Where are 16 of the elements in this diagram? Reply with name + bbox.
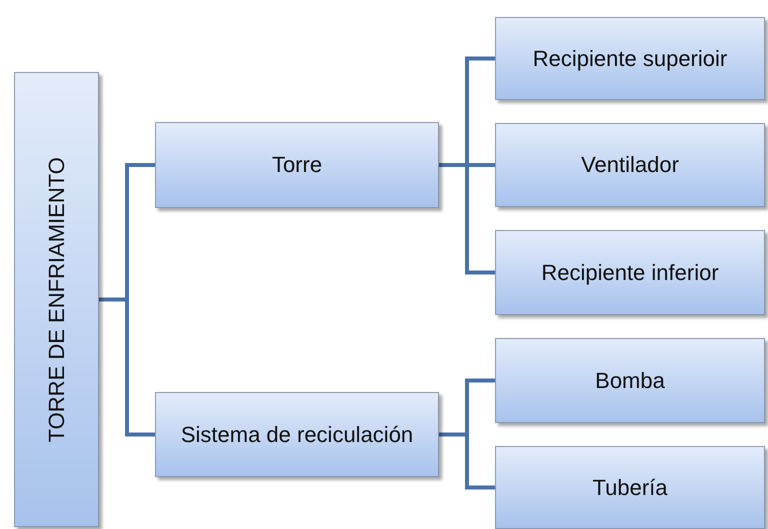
node-label: Recipiente inferior (541, 258, 719, 286)
title-label: TORRE DE ENFRIAMIENTO (42, 156, 70, 442)
node-label: Torre (272, 151, 322, 179)
node-label: Ventilador (581, 151, 679, 179)
category-box (495, 338, 765, 423)
category-box (495, 446, 765, 529)
category-box (155, 392, 439, 477)
category-box (495, 230, 765, 315)
category-box (495, 123, 765, 207)
root-box (14, 72, 99, 527)
node-label: Tubería (592, 474, 668, 502)
node-label: Bomba (595, 366, 665, 394)
category-box (495, 17, 765, 100)
node-label: Recipiente superioir (532, 44, 728, 72)
node-label: Sistema de reciculación (180, 420, 414, 448)
category-box (155, 122, 439, 208)
